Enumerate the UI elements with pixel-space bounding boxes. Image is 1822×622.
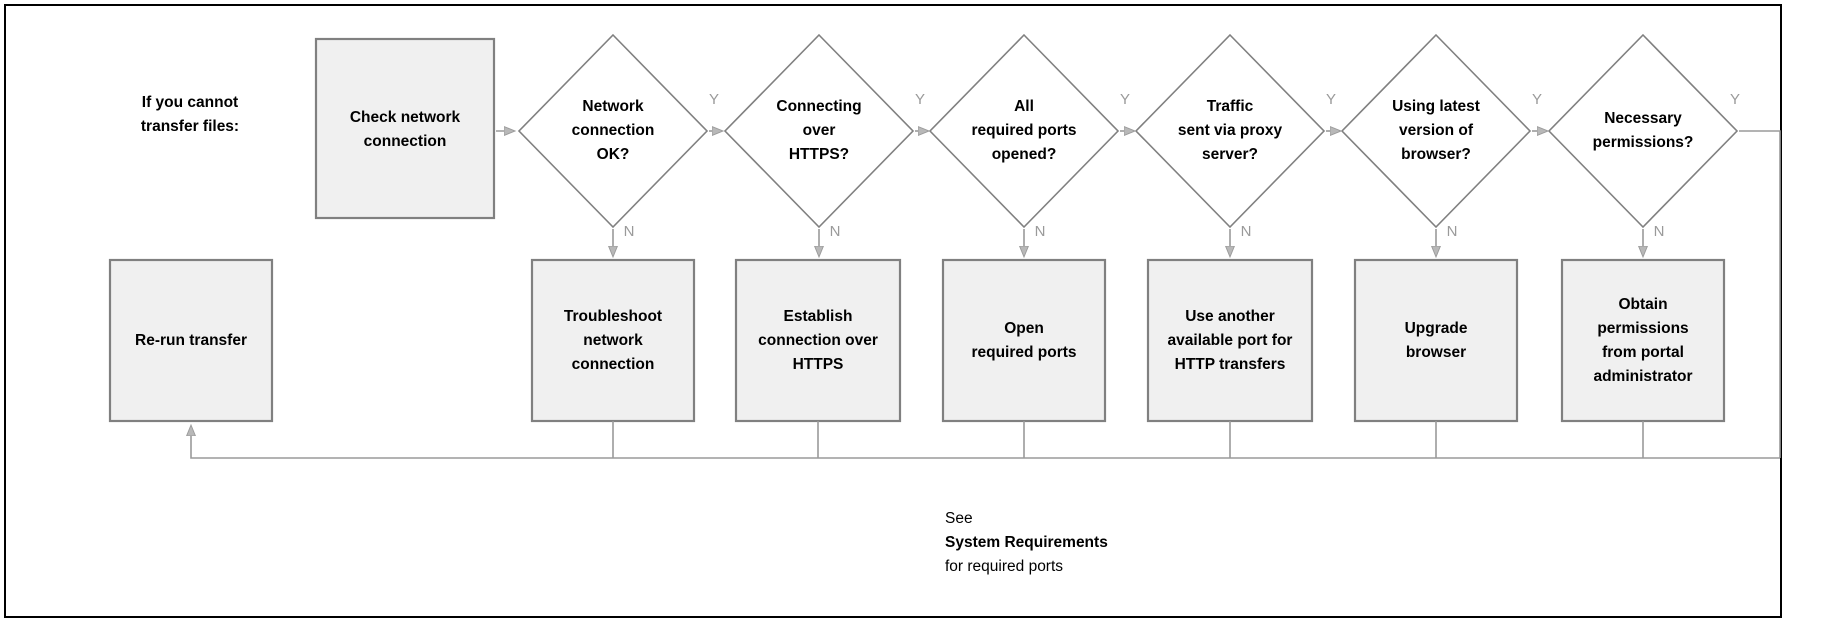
edge-d6-yes-to-return-bus [1739,130,1781,458]
decision-2-line-1: Connecting [776,98,861,115]
action-4-shape [1146,258,1314,423]
action-2-line-3: HTTPS [793,356,844,373]
footnote-line-3: for required ports [945,558,1063,575]
decision-3-line-1: All [1014,98,1034,115]
decision-1-line-3: OK? [597,146,630,163]
action-3-shape [941,258,1107,423]
footnote-line-1: See [945,510,973,527]
decision-5-yes-label: Y [1532,91,1542,108]
node-network-connection-ok[interactable]: Network connection OK? [517,33,709,229]
decision-5-shape [1340,33,1532,229]
decision-4-line-1: Traffic [1207,98,1254,115]
node-establish-connection-over-https[interactable]: Establish connection over HTTPS [734,258,902,423]
decision-2-shape [723,33,915,229]
intro-label: If you cannot transfer files: [141,94,239,135]
end-box-shape [108,258,274,423]
node-open-required-ports[interactable]: Open required ports [941,258,1107,423]
decision-1-no-label: N [624,223,635,240]
decision-4-yes-label: Y [1326,91,1336,108]
decision-3-no-label: N [1035,223,1046,240]
end-box-line-1: Re-run transfer [135,332,247,349]
action-4-line-3: HTTP transfers [1175,356,1286,373]
decision-1-yes-label: Y [709,91,719,108]
action-6-line-3: from portal [1602,344,1684,361]
decision-1-line-1: Network [582,98,644,115]
node-all-required-ports-opened[interactable]: All required ports opened? [928,33,1120,229]
intro-line-1: If you cannot [142,94,238,111]
node-using-latest-version-of-browser[interactable]: Using latest version of browser? [1340,33,1532,229]
decision-3-line-3: opened? [992,146,1057,163]
action-4-line-1: Use another [1185,308,1275,325]
node-troubleshoot-network-connection[interactable]: Troubleshoot network connection [530,258,696,423]
action-6-line-1: Obtain [1618,296,1667,313]
decision-3-shape [928,33,1120,229]
node-connecting-over-https[interactable]: Connecting over HTTPS? [723,33,915,229]
decision-6-no-label: N [1654,223,1665,240]
decision-6-line-1: Necessary [1604,110,1682,127]
node-obtain-permissions-from-portal-administrator[interactable]: Obtain permissions from portal administr… [1560,258,1726,423]
decision-6-line-2: permissions? [1593,134,1694,151]
action-2-shape [734,258,902,423]
decision-4-no-label: N [1241,223,1252,240]
decision-4-line-2: sent via proxy [1178,122,1283,139]
action-6-shape [1560,258,1726,423]
decision-2-no-label: N [830,223,841,240]
action-2-line-1: Establish [784,308,853,325]
decision-5-line-3: browser? [1401,146,1471,163]
node-upgrade-browser[interactable]: Upgrade browser [1353,258,1519,423]
decision-5-line-2: version of [1399,122,1474,139]
decision-1-shape [517,33,709,229]
action-3-line-1: Open [1004,320,1044,337]
decision-1-line-2: connection [572,122,655,139]
action-4-line-2: available port for [1168,332,1293,349]
action-2-line-2: connection over [758,332,878,349]
action-3-line-2: required ports [971,344,1076,361]
node-use-another-available-port[interactable]: Use another available port for HTTP tran… [1146,258,1314,423]
start-box-line-1: Check network [350,109,461,126]
decision-2-line-2: over [803,122,836,139]
start-box-shape [314,37,496,220]
decision-2-line-3: HTTPS? [789,146,849,163]
node-check-network-connection[interactable]: Check network connection [314,37,496,220]
decision-3-yes-label: Y [1120,91,1130,108]
action-6-line-4: administrator [1593,368,1692,385]
decision-4-line-3: server? [1202,146,1258,163]
diagram-frame [4,4,1782,618]
decision-5-no-label: N [1447,223,1458,240]
intro-line-2: transfer files: [141,118,239,135]
footnote-line-2: System Requirements [945,534,1108,551]
decision-6-yes-label: Y [1730,91,1740,108]
node-re-run-transfer[interactable]: Re-run transfer [108,258,274,423]
decision-5-line-1: Using latest [1392,98,1480,115]
action-1-line-3: connection [572,356,655,373]
action-5-line-1: Upgrade [1405,320,1468,337]
node-necessary-permissions[interactable]: Necessary permissions? [1547,33,1739,229]
decision-6-shape [1547,33,1739,229]
decision-4-shape [1134,33,1326,229]
edge-return-bus-to-re-run-transfer [191,426,1780,459]
start-box-line-2: connection [364,133,447,150]
action-5-line-2: browser [1406,344,1466,361]
node-traffic-sent-via-proxy-server[interactable]: Traffic sent via proxy server? [1134,33,1326,229]
action-5-shape [1353,258,1519,423]
action-6-line-2: permissions [1597,320,1688,337]
footnote-system-requirements: See System Requirements for required por… [945,510,1108,575]
decision-2-yes-label: Y [915,91,925,108]
action-1-line-2: network [583,332,643,349]
action-1-shape [530,258,696,423]
action-1-line-1: Troubleshoot [564,308,662,325]
decision-3-line-2: required ports [971,122,1076,139]
